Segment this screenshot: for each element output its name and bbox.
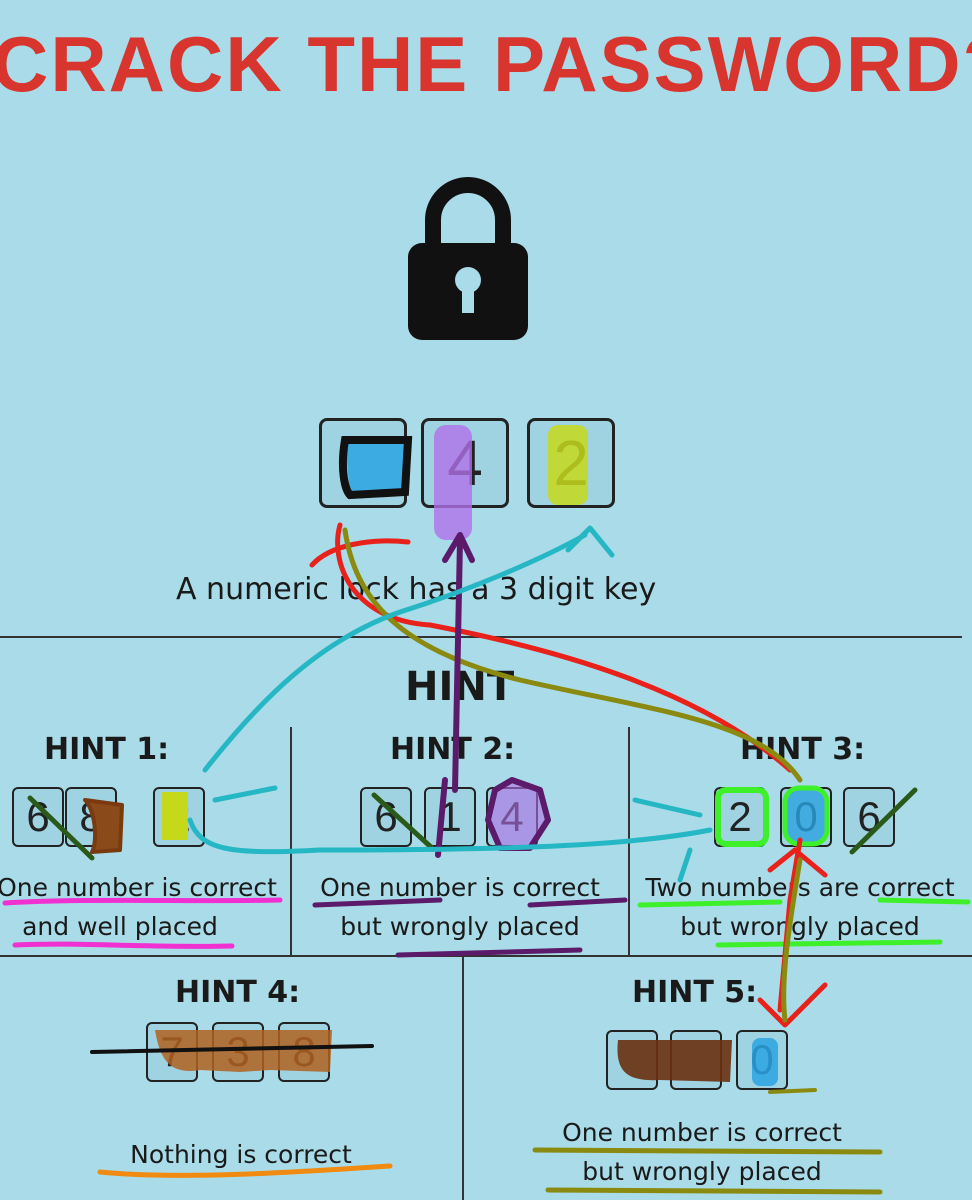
hint-2-caption-line1: One number is correct [320, 873, 600, 902]
hint-2-digit-1: 6 [360, 787, 412, 847]
divider-top [0, 636, 962, 638]
arrowhead-red-hint3 [767, 847, 828, 878]
hint-1-caption-line1: One number is correct [0, 873, 277, 902]
hint-1-header: HINT 1: [44, 732, 170, 767]
underline-hint5-0 [768, 1088, 817, 1094]
hint-4-caption-line1: Nothing is correct [130, 1140, 352, 1169]
divider-v1 [290, 727, 292, 955]
arrow-cyan-hint1-a [212, 785, 278, 803]
divider-v3 [462, 955, 464, 1200]
hint-5-caption-line1: One number is correct [562, 1118, 842, 1147]
key-digit-2: 4 [421, 418, 509, 508]
lock-description: A numeric lock has a 3 digit key [176, 572, 657, 607]
key-digit-1: 0 [319, 418, 407, 508]
hint-1-digit-1: 6 [12, 787, 64, 847]
padlock-icon [408, 177, 528, 340]
divider-v2 [628, 727, 630, 955]
underline-hint5-a [532, 1147, 883, 1155]
underline-hint1-b [12, 941, 235, 949]
page-title: CRACK THE PASSWORD? [0, 20, 972, 108]
hint-5-digit-1: 7 [606, 1030, 658, 1090]
arrowhead-red-hint5 [757, 982, 828, 1028]
hint-4-digit-2: 3 [212, 1022, 264, 1082]
arrow-red-top [309, 538, 411, 568]
hint-3-digit-2: 0 [780, 787, 832, 847]
hint-4-digit-3: 8 [278, 1022, 330, 1082]
hint-section-title: HINT [405, 664, 515, 710]
hint-5-digit-2: 8 [670, 1030, 722, 1090]
arrowhead-purple-key [442, 532, 475, 563]
hint-4-header: HINT 4: [175, 975, 301, 1010]
key-digit-3: 2 [527, 418, 615, 508]
hint-1-digit-2: 8 [65, 787, 117, 847]
hint-2-digit-3: 4 [486, 787, 538, 847]
hint-5-digit-3: 0 [736, 1030, 788, 1090]
hint-1-caption-line2: and well placed [22, 912, 218, 941]
hint-5-caption-line2: but wrongly placed [582, 1157, 822, 1186]
hint-3-digit-3: 6 [843, 787, 895, 847]
hint-2-digit-2: 1 [424, 787, 476, 847]
divider-mid [0, 955, 972, 957]
hint-3-digit-1: 2 [714, 787, 766, 847]
hint-5-header: HINT 5: [632, 975, 758, 1010]
underline-hint5-b [545, 1187, 883, 1195]
arrowhead-cyan-key [565, 525, 615, 558]
underline-hint3-b [715, 939, 943, 948]
hint-3-header: HINT 3: [740, 732, 866, 767]
hint-3-caption-line1: Two numbers are correct [645, 873, 955, 902]
arrow-cyan-hint3-a [632, 797, 703, 818]
hint-2-caption-line2: but wrongly placed [340, 912, 580, 941]
hint-3-caption-line2: but wrongly placed [680, 912, 920, 941]
hint-2-header: HINT 2: [390, 732, 516, 767]
hint-4-digit-1: 7 [146, 1022, 198, 1082]
hint-1-digit-3: 2 [153, 787, 205, 847]
